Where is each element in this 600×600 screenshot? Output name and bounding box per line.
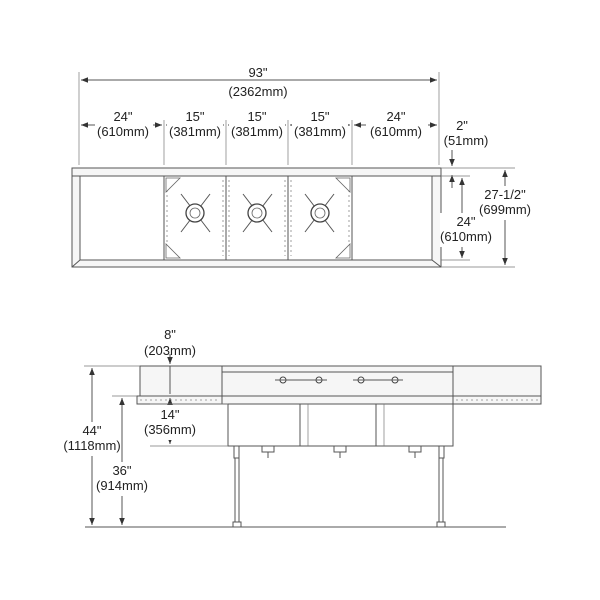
bowl-height-dimension: 14" (356mm) xyxy=(142,403,228,447)
drain-icon xyxy=(185,203,205,223)
faucet-right-icon xyxy=(353,376,403,384)
backsplash-depth-mm: (51mm) xyxy=(444,133,489,148)
drain-icon xyxy=(310,203,330,223)
right-drainboard-mm: (610mm) xyxy=(370,124,422,139)
legs xyxy=(232,445,446,528)
backsplash-height-dimension: 8" (203mm) xyxy=(144,327,196,405)
overall-width-in: 93" xyxy=(248,65,267,80)
bowl-depth-mm: (610mm) xyxy=(440,229,492,244)
left-drainboard-elevation xyxy=(136,365,223,405)
compartment-bowl-1 xyxy=(163,175,227,261)
left-drainboard-mm: (610mm) xyxy=(97,124,149,139)
center-backsplash-elevation xyxy=(221,365,454,405)
compartment-bowl-2 xyxy=(225,175,289,261)
rim-height-in: 36" xyxy=(112,463,131,478)
bowl-height-mm: (356mm) xyxy=(144,422,196,437)
compartment-1-mm: (381mm) xyxy=(169,124,221,139)
right-drainboard-in: 24" xyxy=(386,109,405,124)
depth-dimensions: 24" (610mm) 27-1/2" (699mm) xyxy=(440,167,535,268)
compartment-2-mm: (381mm) xyxy=(231,124,283,139)
plan-view: 93" (2362mm) 24" (610mm) 15" (381mm) 15"… xyxy=(71,65,535,268)
backsplash-depth-in: 2" xyxy=(456,118,468,133)
elevation-view: 8" (203mm) 14" (356mm) 44" (1118mm) 36" xyxy=(60,327,542,528)
compartments-plan xyxy=(163,175,353,261)
backsplash-depth-dimension: 2" (51mm) xyxy=(444,118,489,188)
overall-depth-mm: (699mm) xyxy=(479,202,531,217)
left-drainboard-in: 24" xyxy=(113,109,132,124)
overall-width-dimension: 93" (2362mm) xyxy=(78,65,440,165)
backsplash-height-in: 8" xyxy=(164,327,176,342)
compartment-3-mm: (381mm) xyxy=(294,124,346,139)
faucet-left-icon xyxy=(275,376,327,384)
faucets xyxy=(275,376,403,384)
overall-height-mm: (1118mm) xyxy=(63,438,120,453)
overall-depth-in: 27-1/2" xyxy=(484,187,526,202)
rim-height-dimension: 36" (914mm) xyxy=(94,395,152,525)
compartment-bowl-3 xyxy=(287,175,353,261)
rim-height-mm: (914mm) xyxy=(96,478,148,493)
backsplash-height-mm: (203mm) xyxy=(144,343,196,358)
overall-height-dimension: 44" (1118mm) xyxy=(60,365,140,525)
drain-icon xyxy=(408,445,422,453)
compartment-2-in: 15" xyxy=(247,109,266,124)
segment-dimensions: 24" (610mm) 15" (381mm) 15" (381mm) 15" … xyxy=(81,108,437,165)
bowl-height-in: 14" xyxy=(160,407,179,422)
right-drainboard-elevation xyxy=(452,365,542,405)
overall-height-in: 44" xyxy=(82,423,101,438)
drain-icon xyxy=(261,445,275,453)
drain-icon xyxy=(247,203,267,223)
compartment-3-in: 15" xyxy=(310,109,329,124)
drain-icon xyxy=(333,445,347,453)
bowl-depth-in: 24" xyxy=(456,214,475,229)
overall-width-mm: (2362mm) xyxy=(228,84,287,99)
bowls-elevation xyxy=(227,403,454,458)
compartment-1-in: 15" xyxy=(185,109,204,124)
